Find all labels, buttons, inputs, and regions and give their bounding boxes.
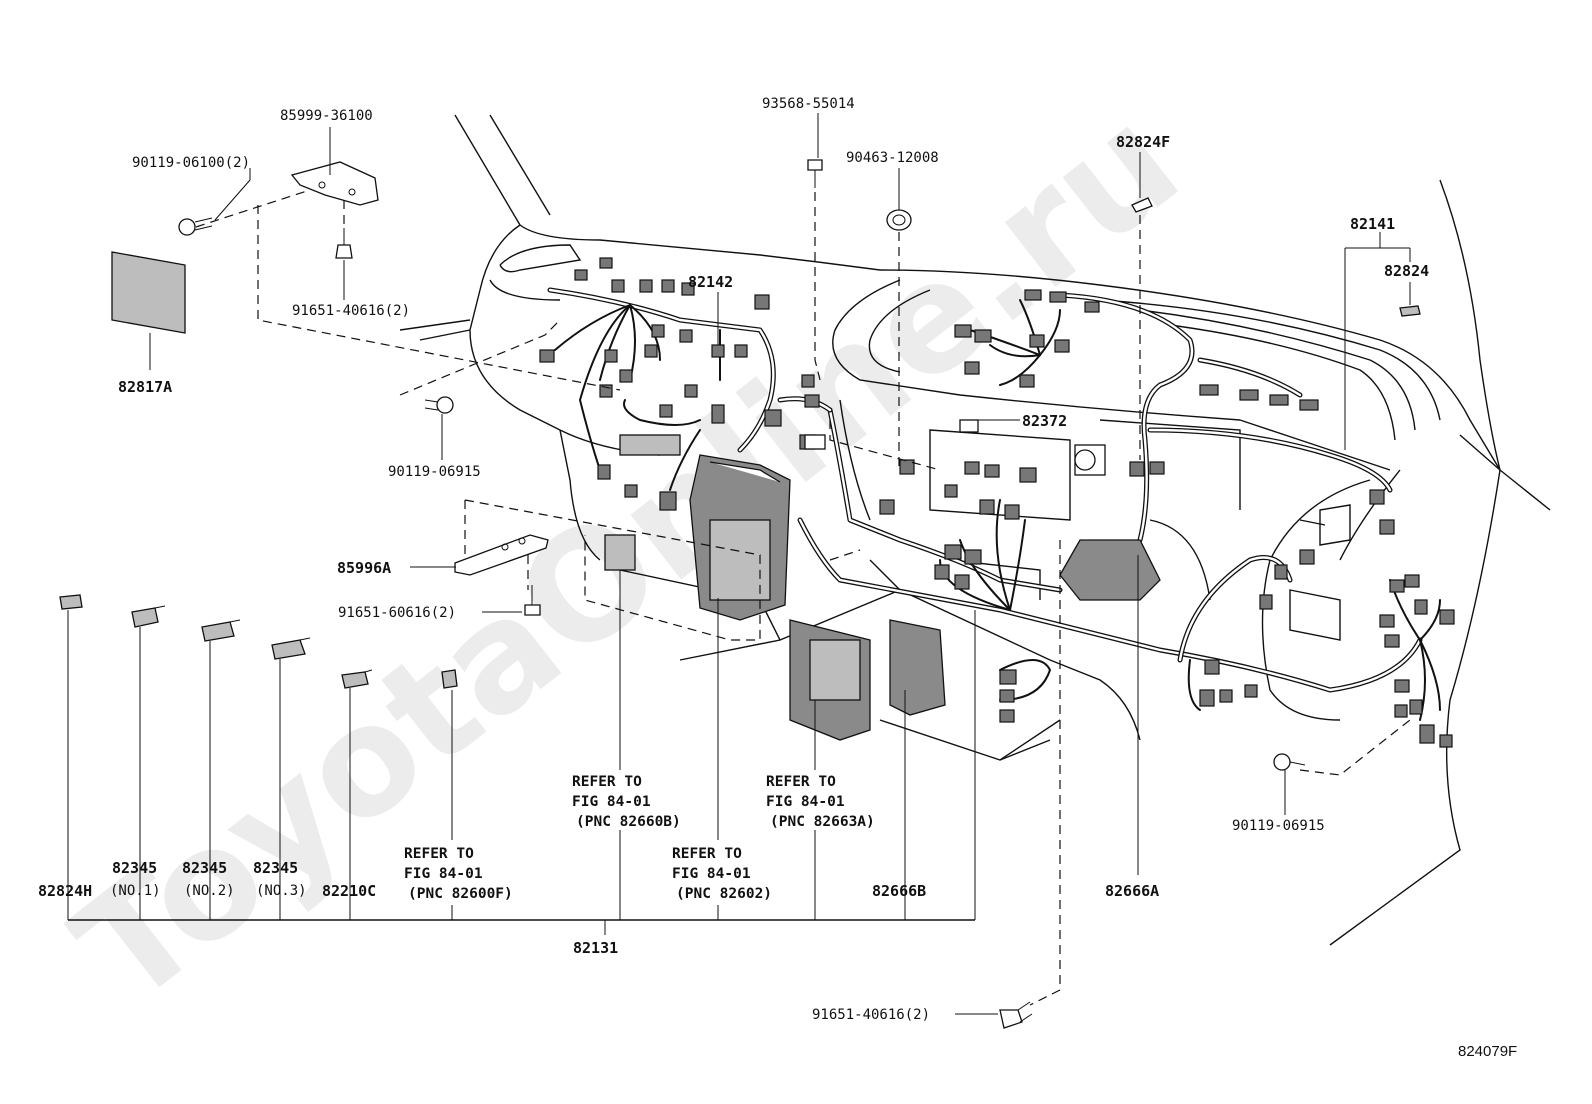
label-82345-no1-sub: (NO.1): [110, 883, 161, 899]
refer-notes: REFER TO FIG 84-01 (PNC 82600F) REFER TO…: [404, 774, 875, 902]
label-82210C: 82210C: [322, 882, 376, 900]
label-91651-40616-bottom: 91651-40616(2): [812, 1007, 930, 1023]
refer-line-3: (PNC 82600F): [408, 886, 513, 902]
refer-note-82602: REFER TO FIG 84-01 (PNC 82602): [672, 846, 772, 902]
bolt-icon: [178, 218, 196, 236]
label-90119-06100: 90119-06100(2): [132, 155, 250, 171]
label-82345-no3-sub: (NO.3): [256, 883, 307, 899]
label-90119-06915-left: 90119-06915: [388, 464, 481, 480]
label-82345-no2-sub: (NO.2): [184, 883, 235, 899]
label-82824: 82824: [1384, 262, 1429, 280]
relay-82345-no3-icon: [271, 639, 306, 660]
label-85999-36100: 85999-36100: [280, 108, 373, 124]
label-82372: 82372: [1022, 412, 1067, 430]
label-82666B: 82666B: [872, 882, 926, 900]
bracket-85996A-icon: [454, 534, 549, 576]
dashboard-outline: [399, 114, 1551, 946]
refer-line-3: (PNC 82663A): [770, 814, 875, 830]
wire-harness: [547, 287, 1423, 693]
refer-note-82600F: REFER TO FIG 84-01 (PNC 82600F): [404, 846, 513, 902]
refer-line-2: FIG 84-01: [572, 794, 651, 810]
label-90463-12008: 90463-12008: [846, 150, 939, 166]
label-91651-40616-top: 91651-40616(2): [292, 303, 410, 319]
refer-note-82660B: REFER TO FIG 84-01 (PNC 82660B): [572, 774, 681, 830]
label-plate-82817A-icon: [111, 251, 186, 334]
relay-82345-no2-icon: [201, 621, 235, 642]
label-82131: 82131: [573, 939, 618, 957]
refer-line-1: REFER TO: [572, 774, 642, 790]
refer-line-1: REFER TO: [672, 846, 742, 862]
label-82142: 82142: [688, 273, 733, 291]
wires: [554, 299, 1441, 721]
junction-blocks: [604, 454, 1161, 741]
label-82824F: 82824F: [1116, 133, 1170, 151]
fuse-82210C-icon: [341, 671, 369, 689]
label-82817A: 82817A: [118, 378, 172, 396]
bracket-85999-36100-icon: [290, 161, 379, 206]
refer-line-1: REFER TO: [404, 846, 474, 862]
label-93568-55014: 93568-55014: [762, 96, 855, 112]
refer-line-3: (PNC 82660B): [576, 814, 681, 830]
label-82141: 82141: [1350, 215, 1395, 233]
leader-lines: [67, 113, 1411, 1015]
refer-line-2: FIG 84-01: [404, 866, 483, 882]
fuse-block-icon: [441, 669, 458, 689]
refer-line-2: FIG 84-01: [766, 794, 845, 810]
refer-line-3: (PNC 82602): [676, 886, 772, 902]
relay-82345-no1-icon: [131, 607, 159, 628]
refer-line-1: REFER TO: [766, 774, 836, 790]
refer-line-2: FIG 84-01: [672, 866, 751, 882]
label-82345-no2: 82345: [182, 859, 227, 877]
connectors: [539, 257, 1455, 748]
figure-code: 824079F: [1458, 1043, 1517, 1060]
dashed-leaders: [195, 189, 1411, 1006]
label-82345-no1: 82345: [112, 859, 157, 877]
small-parts: [59, 159, 1421, 1029]
cover-82824H-icon: [59, 594, 83, 610]
bolt-icon: [335, 244, 353, 259]
label-82824H: 82824H: [38, 882, 92, 900]
label-85996A: 85996A: [337, 559, 391, 577]
label-82666A: 82666A: [1105, 882, 1159, 900]
refer-note-82663A: REFER TO FIG 84-01 (PNC 82663A): [766, 774, 875, 830]
label-90119-06915-right: 90119-06915: [1232, 818, 1325, 834]
label-91651-60616: 91651-60616(2): [338, 605, 456, 621]
part-labels: 85999-36100 90119-06100(2) 91651-40616(2…: [38, 96, 1429, 1023]
label-82345-no3: 82345: [253, 859, 298, 877]
